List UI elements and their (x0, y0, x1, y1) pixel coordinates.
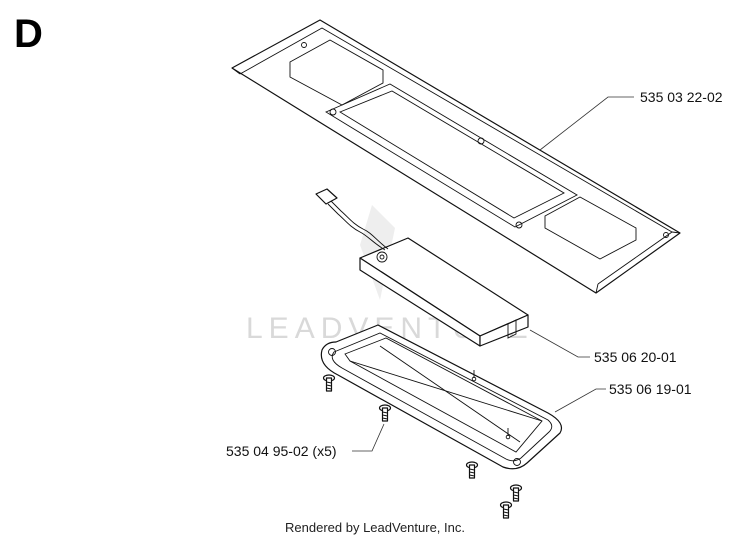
callout-cover: 535 03 22-02 (640, 89, 723, 105)
footer-credit: Rendered by LeadVenture, Inc. (285, 520, 465, 535)
top-cover-panel (231, 19, 681, 294)
screw (465, 461, 479, 479)
leader-lines (352, 96, 634, 452)
leader-screw (352, 423, 385, 452)
callout-plate: 535 06 19-01 (609, 381, 692, 397)
bottom-plate (320, 324, 563, 470)
battery-pack (315, 188, 529, 347)
screw (509, 484, 523, 502)
screw (378, 404, 392, 422)
leader-cover (539, 96, 634, 151)
screw-set (322, 374, 523, 519)
section-letter: D (14, 12, 43, 56)
screw (322, 374, 336, 392)
callout-battery: 535 06 20-01 (594, 349, 677, 365)
screw (499, 501, 513, 519)
leader-plate (554, 388, 606, 413)
callout-screw: 535 04 95-02 (x5) (226, 443, 337, 459)
leader-battery (529, 329, 590, 358)
